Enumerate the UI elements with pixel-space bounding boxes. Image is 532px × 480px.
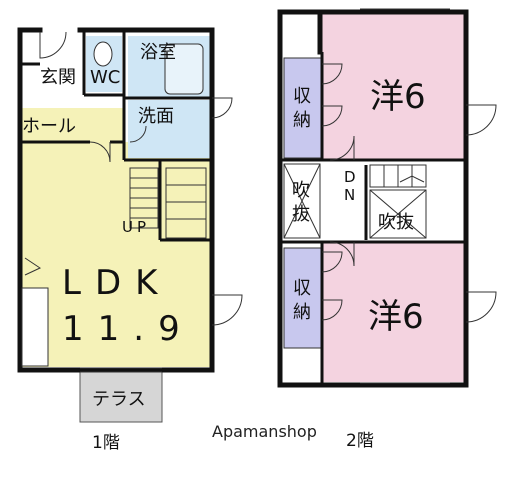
- western-room-bottom: [322, 242, 464, 382]
- storage-bottom-label-1: 収: [293, 278, 311, 299]
- ldk-label: LDK: [62, 263, 171, 303]
- floor-1-plan: 玄関 WC 浴室 ホール 洗面 UP LDK 11.9 テラス 1階: [17, 27, 243, 453]
- hall-label: ホール: [22, 116, 76, 137]
- bath-label: 浴室: [140, 42, 176, 63]
- western-top-label: 洋6: [370, 77, 426, 117]
- fukinuke-right-label: 吹抜: [378, 212, 414, 233]
- fukinuke-left-1: 吹: [292, 180, 310, 201]
- wc-label: WC: [90, 67, 120, 88]
- up-label: UP: [122, 218, 150, 236]
- hall-area: [20, 108, 125, 142]
- storage-top-label-1: 収: [293, 86, 311, 107]
- genkan-area: [40, 64, 85, 108]
- toilet: [93, 41, 113, 67]
- storage-top: [283, 57, 323, 159]
- senmen-room: [128, 100, 210, 158]
- genkan-label: 玄関: [40, 67, 76, 88]
- floor1-caption: 1階: [92, 433, 120, 453]
- bath-label-line1: 浴室: [140, 42, 176, 63]
- kitchen-counter: [21, 287, 49, 367]
- storage-bottom-label: 収 納: [293, 278, 317, 323]
- fukinuke-left-label: 吹 抜: [292, 180, 316, 225]
- senmen-label: 洗面: [138, 106, 174, 127]
- storage-bottom-label-2: 納: [293, 302, 311, 323]
- storage-bottom: [283, 247, 323, 349]
- storage-top-label: 収 納: [293, 86, 317, 131]
- western-bottom-label: 洋6: [368, 297, 424, 337]
- ldk-size-label: 11.9: [62, 309, 194, 349]
- watermark: Apamanshop: [212, 422, 317, 441]
- down-label-2: N: [344, 186, 355, 204]
- ldk-room: [20, 142, 210, 367]
- fukinuke-left-2: 抜: [292, 204, 310, 225]
- floor2-caption: 2階: [346, 431, 374, 451]
- storage-top-label-2: 納: [293, 110, 311, 131]
- down-label-1: D: [344, 168, 356, 186]
- terrace-label: テラス: [92, 389, 146, 410]
- western-room-top: [322, 12, 464, 160]
- floor-2-plan: 洋6 洋6 収 納 収 納 吹 抜 吹抜 D N 2階: [277, 8, 497, 451]
- down-label: D N: [344, 168, 360, 204]
- bathtub: [164, 43, 204, 95]
